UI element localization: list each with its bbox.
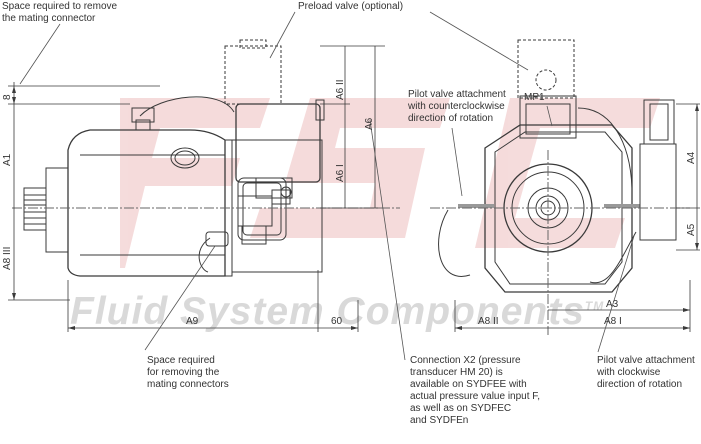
leader-lines	[19, 11, 635, 361]
callout-pilot-cw: Pilot valve attachment with clockwise di…	[597, 355, 695, 390]
callout-pilot-ccw: Pilot valve attachment with counterclock…	[408, 89, 506, 124]
dimension-lines	[8, 45, 700, 332]
callout-space-removing-mating-connectors: Space required for removing the mating c…	[147, 355, 229, 390]
dim-a9: A9	[186, 316, 199, 327]
dim-8: 8	[2, 94, 13, 100]
dim-a4: A4	[686, 151, 697, 164]
front-view-pump	[438, 39, 677, 293]
label-mp1: MP1	[524, 92, 545, 103]
dim-a6i: A6 I	[335, 164, 346, 182]
centerlines	[12, 150, 690, 335]
dim-a6ii: A6 II	[335, 79, 346, 100]
dim-a5: A5	[686, 223, 697, 236]
dim-a1: A1	[2, 153, 13, 166]
dim-60: 60	[331, 316, 343, 327]
dim-a8i: A8 I	[604, 316, 622, 327]
dim-a8ii: A8 II	[478, 316, 499, 327]
dim-a6: A6	[364, 117, 375, 130]
callout-connection-x2: Connection X2 (pressure transducer HM 20…	[410, 355, 541, 426]
dimension-arrows	[12, 86, 699, 330]
callout-preload-valve: Preload valve (optional)	[298, 1, 404, 12]
fsc-logo-watermark	[120, 98, 660, 268]
side-view-pump	[23, 39, 325, 277]
callout-space-remove-mating-connector: Space required to remove the mating conn…	[2, 1, 118, 24]
watermark-text: Fluid System ComponentsTM	[70, 290, 605, 333]
dim-a8iii: A8 III	[2, 246, 13, 270]
dim-a3: A3	[606, 299, 619, 310]
